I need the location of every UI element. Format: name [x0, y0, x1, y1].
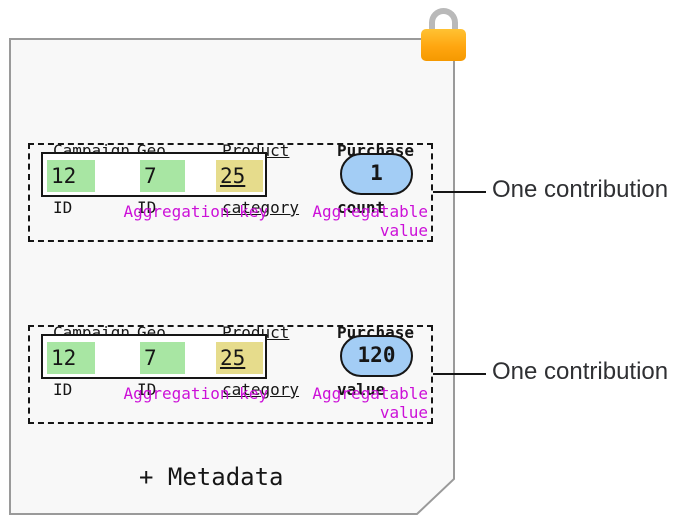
- aggregatable-value-label: Aggregatable value: [300, 202, 428, 240]
- key-cell-product-category: 25: [216, 342, 263, 374]
- key-cell-campaign-id: 12: [47, 160, 95, 192]
- aggregation-key-label: Aggregation key: [123, 384, 269, 403]
- metadata-label: + Metadata: [139, 463, 284, 491]
- contribution-annotation: One contribution: [492, 358, 669, 385]
- lock-body: [421, 29, 466, 61]
- contribution-boundary: [28, 325, 433, 424]
- aggregatable-value-bubble: 120: [340, 335, 413, 377]
- label-line: Aggregatable: [312, 384, 428, 403]
- aggregation-key-label: Aggregation key: [123, 202, 269, 221]
- cell-value: 12: [51, 164, 77, 188]
- label-line: Aggregatable: [312, 202, 428, 221]
- cell-value: 12: [51, 346, 77, 370]
- contribution-record-2: Campaign ID Geo ID Product category Purc…: [0, 277, 700, 447]
- header-line: category: [222, 380, 300, 399]
- cell-value: 25: [220, 346, 246, 370]
- header-line: ID: [137, 380, 157, 399]
- aggregatable-value-label: Aggregatable value: [300, 384, 428, 422]
- aggregatable-value-bubble: 1: [340, 153, 413, 195]
- header-line: count: [337, 198, 386, 217]
- header-line: ID: [137, 198, 157, 217]
- header-line: category: [222, 198, 300, 217]
- header-line: value: [337, 380, 386, 399]
- cell-value: 25: [220, 164, 246, 188]
- cell-value: 7: [144, 346, 157, 370]
- key-cell-campaign-id: 12: [47, 342, 95, 374]
- contribution-boundary: [28, 143, 433, 242]
- lock-shackle: [429, 8, 458, 40]
- key-cell-geo-id: 7: [140, 342, 185, 374]
- cell-value: 7: [144, 164, 157, 188]
- aggregation-key-row: 12 7 25: [41, 334, 267, 379]
- key-cell-geo-id: 7: [140, 160, 185, 192]
- contribution-record-1: Campaign ID Geo ID Product category Purc…: [0, 95, 700, 265]
- header-line: ID: [53, 380, 73, 399]
- contribution-callout-line: [433, 191, 486, 193]
- aggregation-key-row: 12 7 25: [41, 152, 267, 197]
- label-line: value: [379, 221, 428, 240]
- contribution-callout-line: [433, 373, 486, 375]
- label-line: value: [379, 403, 428, 422]
- contribution-annotation: One contribution: [492, 176, 669, 203]
- key-cell-product-category: 25: [216, 160, 263, 192]
- header-line: ID: [53, 198, 73, 217]
